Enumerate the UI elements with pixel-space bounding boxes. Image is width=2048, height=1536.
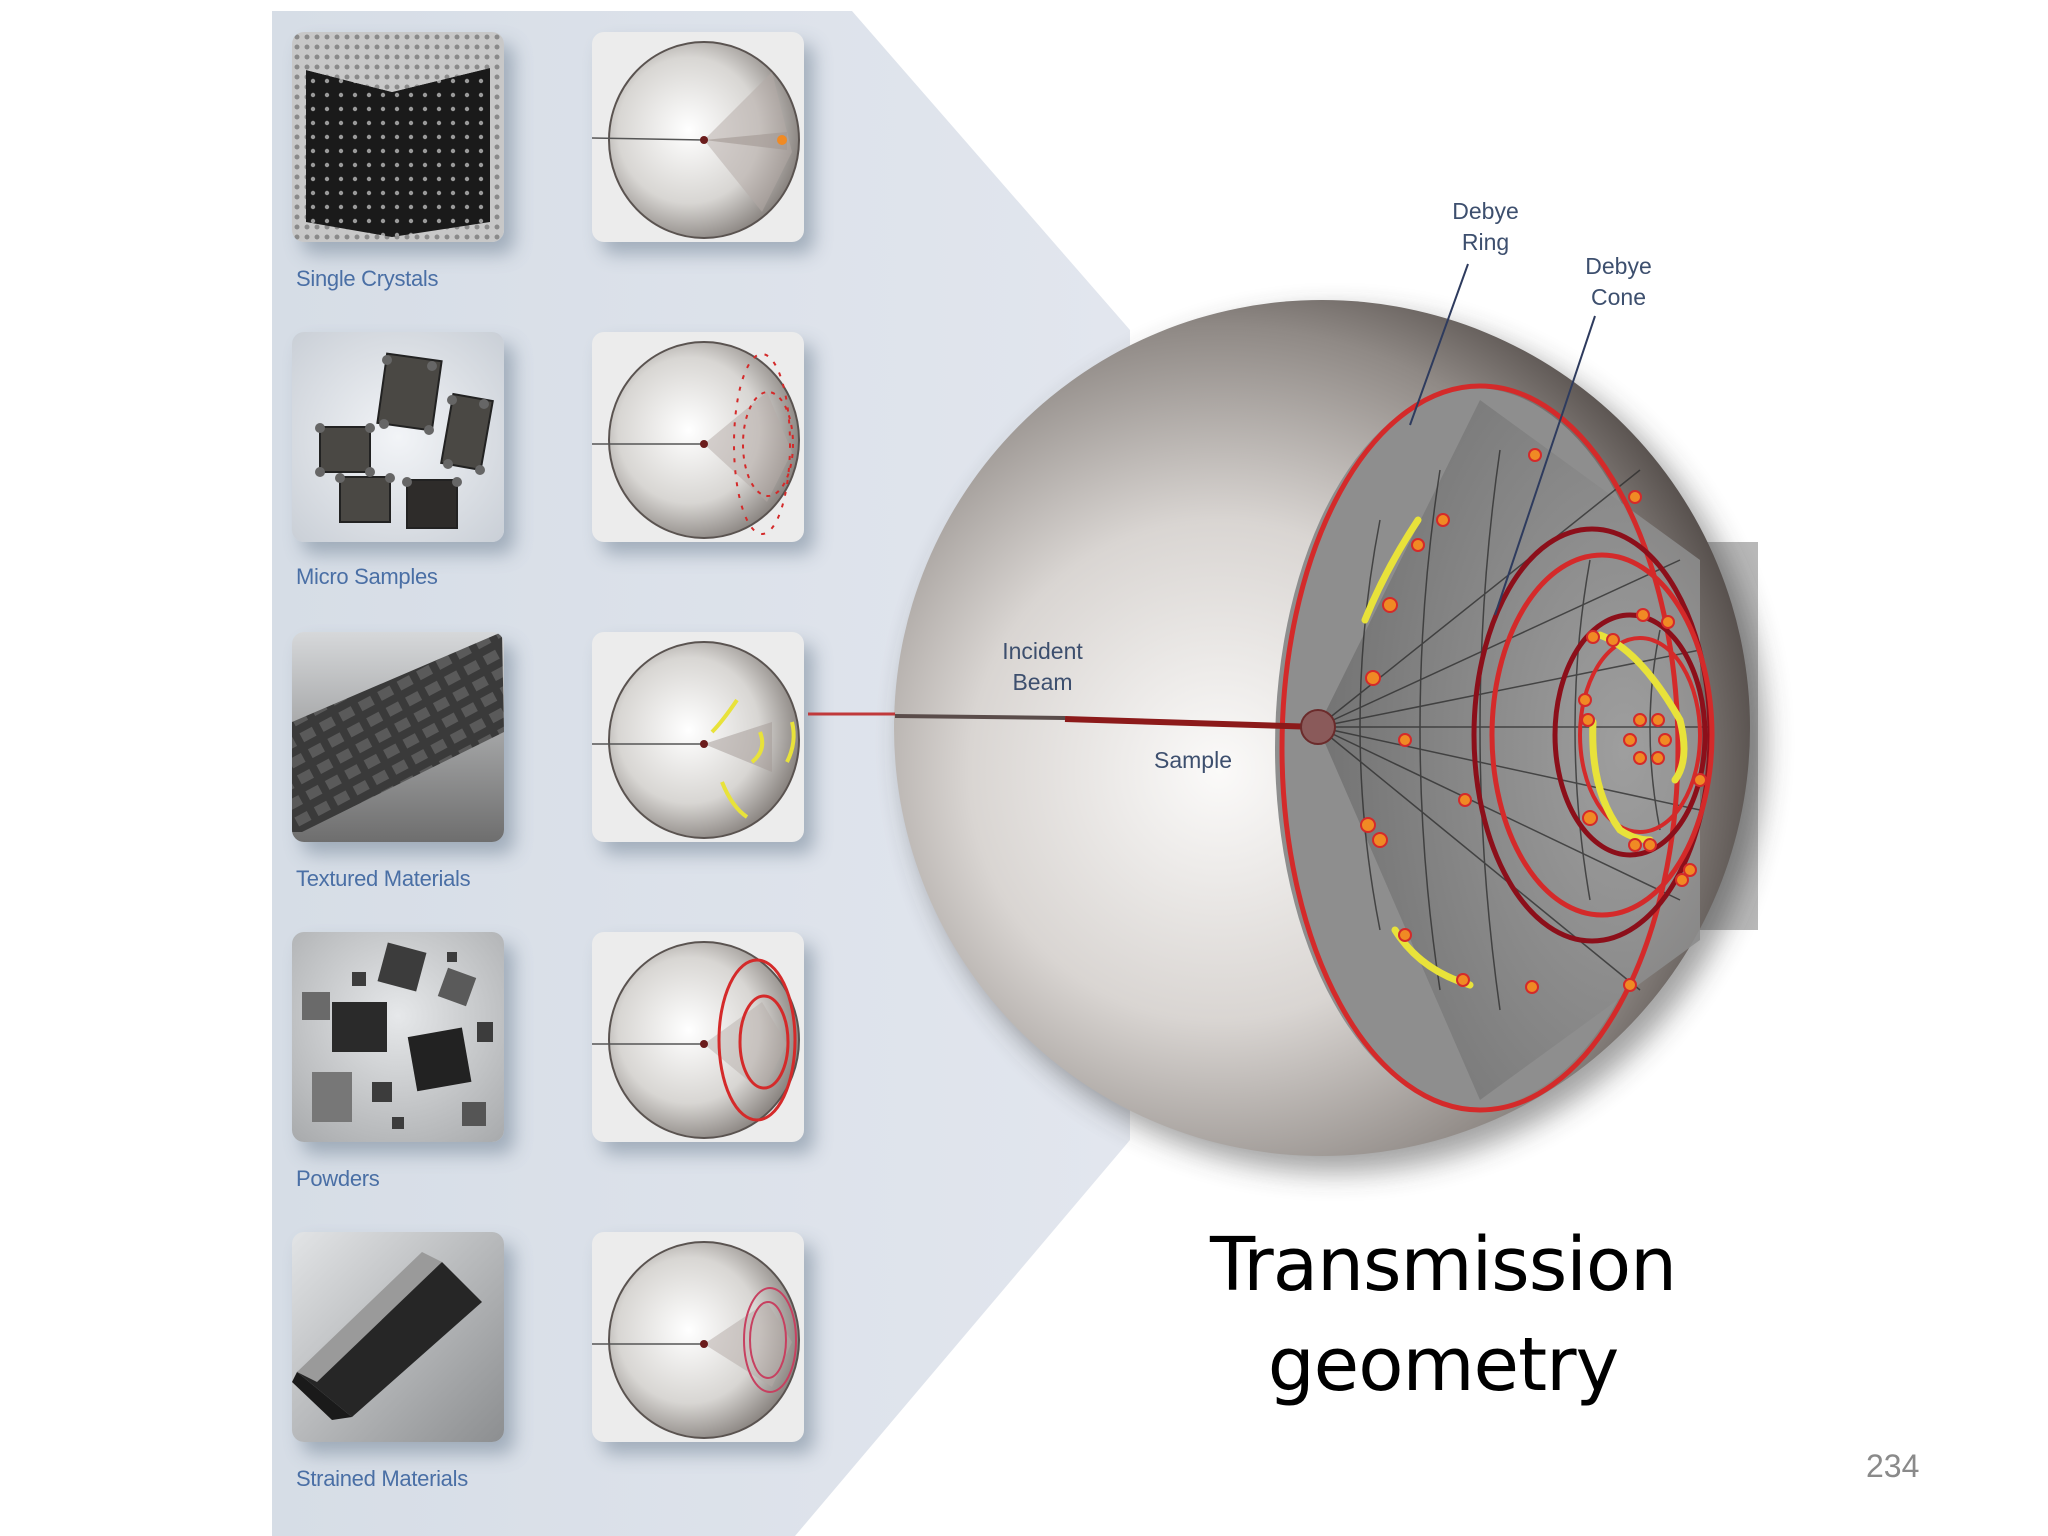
single-crystals-thumbnail (292, 32, 504, 242)
page-number: 234 (1866, 1448, 1920, 1484)
debye-ring-4 (1552, 612, 1708, 858)
incident-beam-callout: Incident Beam (990, 636, 1095, 698)
powders-label: Powders (296, 1166, 380, 1191)
incident-beam-text-2: Beam (1012, 669, 1073, 695)
debye-ring-callout: Debye Ring (1443, 196, 1528, 258)
diffraction-spots (1360, 448, 1707, 994)
sample-callout: Sample (1154, 747, 1232, 773)
debye-ring-text-2: Ring (1461, 229, 1510, 255)
title-line-2: geometry (1267, 1322, 1620, 1408)
incident-beam (1064, 716, 1319, 730)
strained-materials-label: Strained Materials (296, 1466, 468, 1491)
strained-materials-sphere-pattern (592, 1232, 804, 1442)
powders-thumbnail (292, 932, 504, 1142)
micro-samples-thumbnail (292, 332, 504, 542)
debye-cone-text-1: Debye (1585, 253, 1652, 279)
debye-ring-3 (1489, 552, 1715, 918)
incident-beam-text-1: Incident (1002, 638, 1083, 664)
micro-samples-label: Micro Samples (296, 564, 438, 589)
debye-cone-text-2: Cone (1591, 284, 1646, 310)
powders-sphere-pattern (592, 932, 804, 1142)
micro-samples-sphere-pattern (592, 332, 804, 542)
debye-cone-leader (1494, 315, 1596, 616)
debye-ring-outer (1279, 383, 1681, 1113)
slide-title: Transmission geometry (1143, 1215, 1743, 1415)
debye-ring-text-1: Debye (1452, 198, 1519, 224)
textured-materials-thumbnail (292, 632, 504, 842)
title-line-1: Transmission (1209, 1222, 1677, 1308)
debye-ring-leader (1409, 263, 1469, 426)
debye-cone (1318, 400, 1700, 1100)
single-crystals-sphere-pattern (592, 32, 804, 242)
strained-materials-thumbnail (292, 1232, 504, 1442)
debye-cone-callout: Debye Cone (1576, 251, 1661, 313)
sample-point (1300, 709, 1336, 745)
debye-ring-5 (1578, 636, 1702, 834)
textured-materials-sphere-pattern (592, 632, 804, 842)
single-crystals-label: Single Crystals (296, 266, 439, 291)
textured-materials-label: Textured Materials (296, 866, 471, 891)
